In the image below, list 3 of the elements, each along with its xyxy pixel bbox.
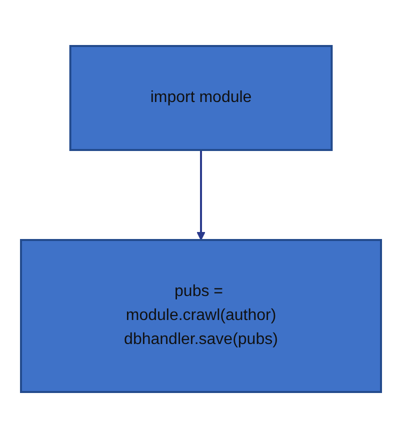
node-box: pubs = module.crawl(author) dbhandler.save(pubs) — [20, 239, 382, 393]
node-box: import module — [68, 45, 332, 151]
arrow — [196, 150, 205, 240]
